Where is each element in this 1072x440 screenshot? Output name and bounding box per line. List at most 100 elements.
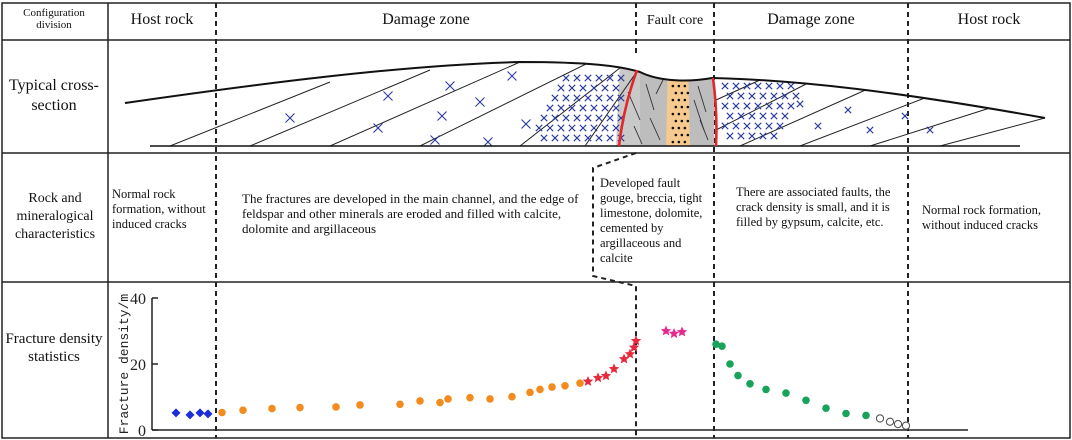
cross-mark	[814, 122, 822, 130]
gouge-dot	[683, 140, 687, 144]
fault-plane-right	[711, 77, 718, 147]
cross-mark	[743, 122, 751, 130]
cross-mark	[732, 122, 740, 130]
cross-mark	[612, 124, 620, 132]
cross-mark	[430, 135, 440, 145]
cross-mark	[726, 132, 734, 140]
bedding-line	[869, 107, 991, 146]
cross-mark	[612, 84, 620, 92]
cross-mark	[557, 124, 565, 132]
cross-mark	[754, 102, 762, 110]
breccia-line	[627, 91, 641, 121]
cross-mark	[792, 92, 800, 100]
data-point-star	[608, 363, 620, 374]
gouge-dot	[671, 126, 675, 130]
gouge-dot	[680, 119, 684, 123]
cross-mark	[781, 92, 789, 100]
bedding-line	[329, 62, 521, 146]
data-point-star	[630, 335, 642, 346]
data-point-circle	[718, 342, 726, 350]
data-point-circle	[416, 397, 424, 405]
data-point-star	[582, 376, 594, 386]
cross-mark	[606, 114, 614, 122]
cross-mark	[721, 82, 729, 90]
bedding-line	[939, 117, 1045, 146]
zone-boundaries	[215, 3, 909, 438]
bedding-line	[584, 69, 639, 146]
zone-fault-core: Fault core	[646, 13, 704, 28]
cross-mark	[535, 124, 543, 132]
data-point-circle	[486, 395, 494, 403]
cross-mark	[579, 84, 587, 92]
cross-mark	[568, 84, 576, 92]
data-point-diamond	[185, 410, 195, 420]
cross-mark	[568, 104, 576, 112]
cross-mark	[776, 122, 784, 130]
data-point-star	[660, 325, 672, 336]
cross-mark	[551, 94, 559, 102]
cross-mark	[844, 106, 852, 114]
desc-host-right: Normal rock formation, without induced c…	[922, 203, 1042, 232]
bedding-line	[715, 81, 811, 131]
gouge-dot	[683, 84, 687, 88]
cross-mark	[721, 102, 729, 110]
cross-mark	[584, 74, 592, 82]
data-point-circle	[561, 381, 569, 390]
cross-mark	[754, 82, 762, 90]
surface-line	[124, 60, 1046, 119]
cross-mark	[901, 112, 909, 120]
cross-mark	[617, 94, 625, 102]
bedding-line	[169, 81, 331, 146]
cross-mark	[507, 71, 517, 81]
data-point-star	[628, 342, 640, 352]
cross-mark	[383, 91, 393, 101]
cross-mark	[551, 134, 559, 142]
row-label-section: Typical cross-section	[9, 77, 99, 114]
data-point-open-circle	[885, 417, 895, 426]
cross-mark	[595, 114, 603, 122]
cross-mark	[787, 82, 795, 90]
breccia-line	[693, 99, 705, 131]
cross-mark	[737, 112, 745, 120]
desc-damage-left: The fractures are developed in the main …	[242, 191, 579, 236]
cross-mark	[540, 114, 548, 122]
cross-mark	[601, 84, 609, 92]
data-point-star	[600, 370, 612, 381]
y-tick-label: 0	[138, 423, 146, 440]
cross-mark	[437, 111, 447, 121]
y-tick-label: 40	[130, 291, 146, 308]
gouge-dot	[680, 91, 684, 95]
cross-mark	[743, 102, 751, 110]
gouge-dot	[674, 133, 678, 137]
cross-mark	[770, 112, 778, 120]
data-point-circle	[548, 383, 556, 391]
gouge-dot	[686, 133, 690, 137]
cross-mark	[595, 74, 603, 82]
cross-marks	[285, 71, 934, 146]
cross-mark	[573, 134, 581, 142]
cross-mark	[737, 132, 745, 140]
cross-mark	[765, 82, 773, 90]
bedding-line	[249, 69, 431, 146]
cross-mark	[573, 94, 581, 102]
fault-plane-left	[617, 69, 639, 147]
gouge-dot	[671, 112, 675, 116]
cross-mark	[285, 113, 295, 123]
bedding-lines	[169, 62, 1045, 146]
gouge-dot	[677, 126, 681, 130]
desc-damage-right: There are associated faults, the crack d…	[736, 185, 891, 229]
cross-mark	[373, 123, 383, 133]
gouge-dot	[680, 133, 684, 137]
gouge-dot	[674, 105, 678, 109]
cross-section	[124, 60, 1046, 147]
gouge-dot	[677, 112, 681, 116]
cross-mark	[754, 122, 762, 130]
cross-mark	[573, 114, 581, 122]
row-label-density: Fracture density statistics	[5, 331, 103, 365]
cross-mark	[606, 134, 614, 142]
y-tick-label: 20	[130, 357, 146, 374]
cross-mark	[562, 114, 570, 122]
data-points	[171, 325, 911, 430]
